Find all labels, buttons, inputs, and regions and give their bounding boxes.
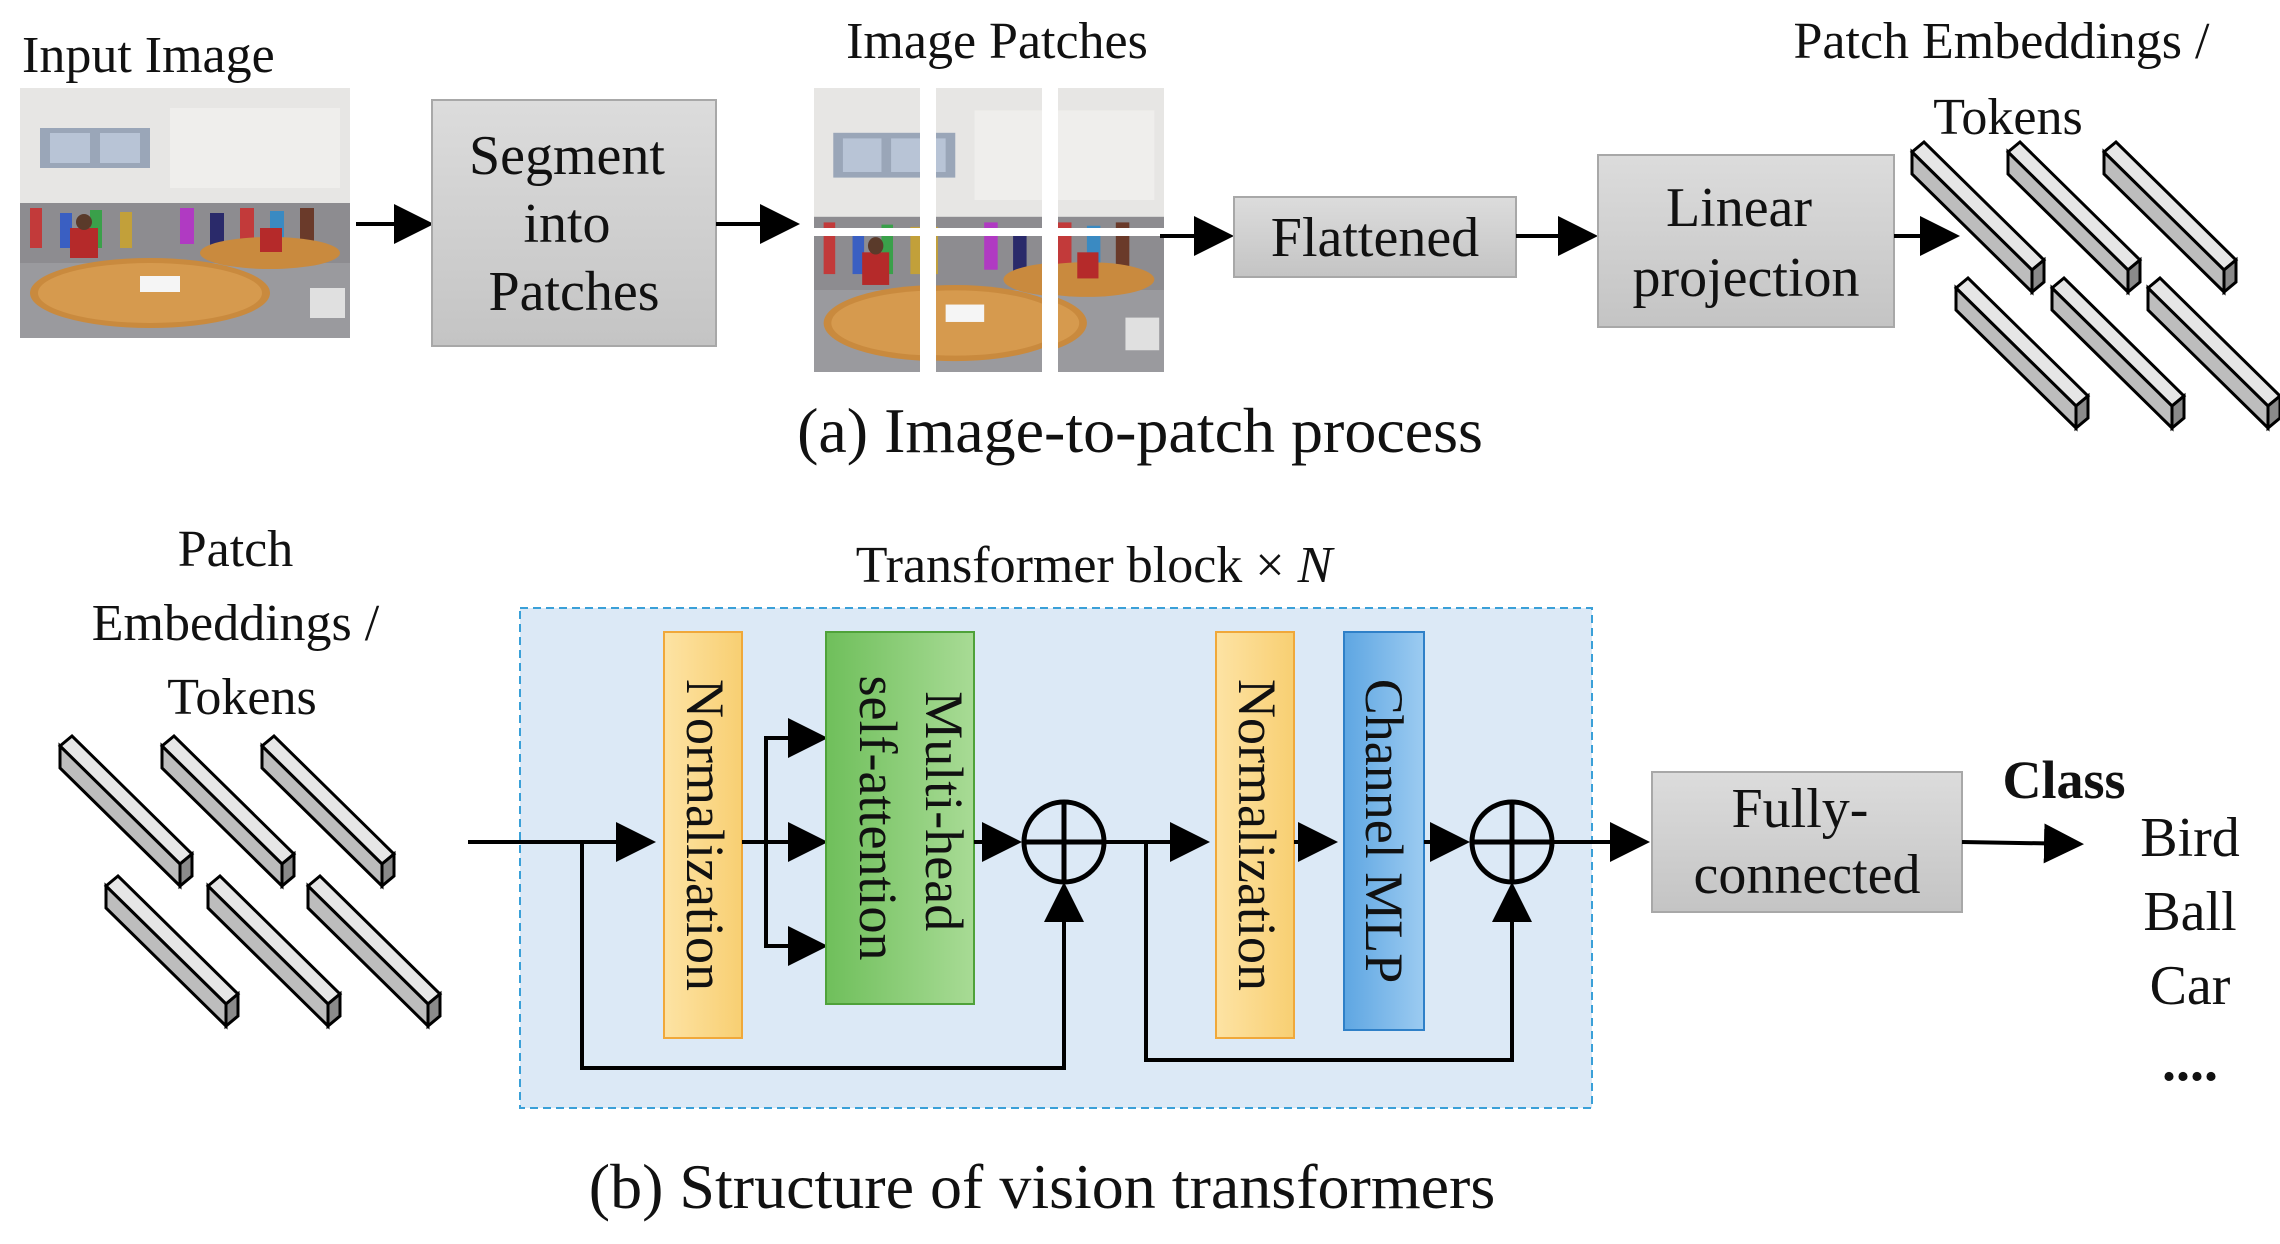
- linear-projection-label: Linear projection: [1632, 177, 1859, 309]
- linear-projection-box: [1597, 154, 1895, 328]
- channel-mlp-box: [1343, 631, 1425, 1031]
- normalization-2-label: Normalization: [1227, 679, 1287, 991]
- mhsa-label: Multi-head self-attention: [848, 676, 974, 961]
- tokens-group-a: [1910, 140, 2280, 430]
- embeddings-label-a: Patch Embeddings / Tokens: [1794, 13, 2223, 146]
- class-car: Car: [2150, 955, 2231, 1017]
- class-bird: Bird: [2140, 807, 2240, 869]
- residual-path-1: [580, 842, 1084, 1070]
- tokens-group-b: [58, 734, 442, 1028]
- segment-label: Segment into Patches: [469, 125, 679, 323]
- normalization-1-label: Normalization: [675, 679, 735, 991]
- mhsa-box: [825, 631, 975, 1005]
- transformer-block-label: Transformer block × N: [856, 537, 1336, 594]
- channel-mlp-label: Channel MLP: [1354, 679, 1414, 984]
- residual-path-2: [1144, 842, 1532, 1062]
- part-b: Patch Embeddings / Tokens Transformer bl…: [58, 521, 2240, 1222]
- class-label: Class: [2002, 750, 2125, 810]
- part-a: Input Image Segment into Patches Image P…: [20, 13, 2280, 466]
- class-ball: Ball: [2143, 881, 2236, 943]
- caption-a: (a) Image-to-patch process: [797, 395, 1483, 466]
- image-patches-label: Image Patches: [846, 13, 1148, 70]
- flattened-label: Flattened: [1271, 207, 1479, 269]
- add-icon: [1469, 799, 1555, 885]
- fc-to-class: [1961, 823, 2084, 864]
- input-image-label: Input Image: [22, 27, 275, 84]
- class-more: ....: [2162, 1031, 2218, 1093]
- normalization-1-box: [663, 631, 743, 1039]
- add-icon: [1021, 799, 1107, 885]
- normalization-2-box: [1215, 631, 1295, 1039]
- segment-box: [431, 99, 717, 347]
- caption-b: (b) Structure of vision transformers: [589, 1151, 1495, 1222]
- fully-connected-label: Fully- connected: [1694, 778, 1921, 906]
- image-patches-grid: [814, 88, 1164, 372]
- flattened-box: [1233, 196, 1517, 278]
- input-image: [20, 88, 350, 338]
- embeddings-label-b: Patch Embeddings / Tokens: [92, 521, 392, 726]
